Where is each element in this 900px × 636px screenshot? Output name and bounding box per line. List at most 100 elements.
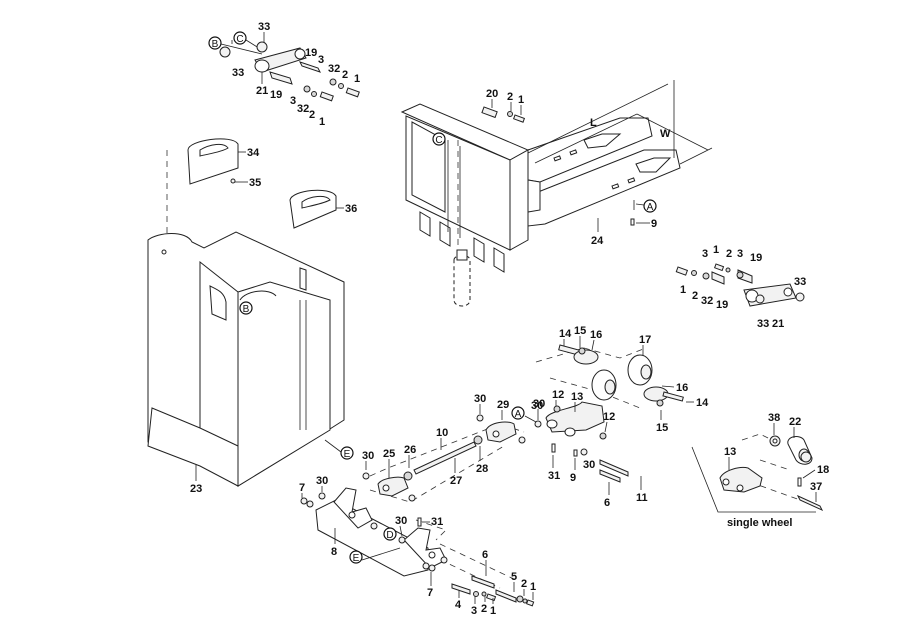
part-callout: A xyxy=(647,202,654,213)
part-callout: 26 xyxy=(404,444,416,456)
part-callout: 16 xyxy=(590,329,602,341)
nut-26 xyxy=(403,471,413,481)
part-callout: 15 xyxy=(574,325,586,337)
hydraulic-cylinder xyxy=(453,249,471,307)
top-linkage-assembly xyxy=(219,39,360,102)
part-callout: 34 xyxy=(247,147,260,159)
pin-5 xyxy=(495,589,517,603)
part-callout: 1 xyxy=(490,605,496,617)
part-callout: 19 xyxy=(716,299,728,311)
reference-marker-b-chassis: B xyxy=(239,301,253,315)
reference-marker-e-chassis: E xyxy=(324,439,354,460)
part-callout: A xyxy=(515,409,522,420)
part-callout: 3 xyxy=(737,248,743,260)
right-linkage-assembly xyxy=(675,263,805,307)
load-wheel-assembly xyxy=(534,344,684,483)
clevis-25 xyxy=(377,476,409,497)
part-callout: 3 xyxy=(290,95,296,107)
part-callout: 14 xyxy=(696,397,709,409)
part-callout: 13 xyxy=(571,391,583,403)
cover-plate-36: 36 xyxy=(289,189,357,229)
part-callout: 30 xyxy=(474,393,486,405)
reference-marker-b-top: B xyxy=(208,36,222,50)
cover-plate-34: 34 35 xyxy=(187,138,261,189)
single-wheel-caption: single wheel xyxy=(727,517,792,529)
reference-marker-c-fork: C xyxy=(432,132,446,146)
reference-marker-a-linkage: A xyxy=(511,406,537,423)
part-callout: 1 xyxy=(319,116,325,128)
part-callout: 19 xyxy=(305,47,317,59)
part-callout: 22 xyxy=(789,416,801,428)
part-callout: 30 xyxy=(316,475,328,487)
part-callout: 32 xyxy=(328,63,340,75)
part-callout: C xyxy=(236,34,243,45)
pin-19b xyxy=(299,61,321,73)
part-callout: 35 xyxy=(249,177,261,189)
pin-6 xyxy=(599,469,621,483)
part-callout: 33 xyxy=(258,21,270,33)
part-callout: 32 xyxy=(701,295,713,307)
clevis-29 xyxy=(485,421,517,443)
part-callout: 20 xyxy=(486,88,498,100)
nut-28 xyxy=(473,435,483,445)
part-callout: B xyxy=(212,39,219,50)
rod-10 xyxy=(413,441,477,475)
part-callout: C xyxy=(435,135,442,146)
part-callout: 14 xyxy=(559,328,572,340)
part-callout: 21 xyxy=(772,318,784,330)
part-callout: 9 xyxy=(570,472,576,484)
part-callout: 6 xyxy=(604,497,610,509)
fork-frame-24 xyxy=(400,103,681,273)
part-callout: 1 xyxy=(354,73,360,85)
wheel-bracket-13 xyxy=(545,401,605,433)
part-callout: 18 xyxy=(817,464,829,476)
pin-6-bottom xyxy=(471,575,495,589)
part-callout: 38 xyxy=(768,412,780,424)
part-callout: 2 xyxy=(521,578,527,590)
part-callout: 27 xyxy=(450,475,462,487)
part-callout: 1 xyxy=(713,244,719,256)
part-callout: 2 xyxy=(342,69,348,81)
part-callout: 19 xyxy=(750,252,762,264)
part-callout: 9 xyxy=(651,218,657,230)
part-callout: 1 xyxy=(530,581,536,593)
part-callout: 2 xyxy=(309,109,315,121)
callouts-wheel-assembly: 14 15 16 17 16 14 15 12 13 12 30 30 31 9… xyxy=(533,325,709,509)
nut-33-right xyxy=(256,41,268,53)
fork-callouts: 24 9 xyxy=(591,200,657,247)
part-callout: 6 xyxy=(482,549,488,561)
part-callout: E xyxy=(353,553,360,564)
part-callout: 19 xyxy=(270,89,282,101)
bottom-frame-assembly xyxy=(300,487,535,607)
part-callout: 13 xyxy=(724,446,736,458)
reference-marker-e-frame: E xyxy=(349,547,401,564)
part-callout: 7 xyxy=(427,587,433,599)
part-callout: 4 xyxy=(455,599,462,611)
part-callout: D xyxy=(386,530,393,541)
part-callout: 33 xyxy=(232,67,244,79)
part-callout: 2 xyxy=(481,603,487,615)
part-callout: 15 xyxy=(656,422,668,434)
reference-marker-d: D xyxy=(383,527,397,541)
dimension-width-label: W xyxy=(660,128,671,140)
pin-4 xyxy=(451,583,471,595)
part-callout: 3 xyxy=(702,248,708,260)
part-callout: 2 xyxy=(692,290,698,302)
part-callout: 24 xyxy=(591,235,604,247)
part-callout: 12 xyxy=(603,411,615,423)
part-callout: 32 xyxy=(297,103,309,115)
part-callout: 28 xyxy=(476,463,488,475)
reference-marker-a-fork: A xyxy=(643,199,657,213)
part-callout: 30 xyxy=(531,400,543,412)
part-callout: 3 xyxy=(318,54,324,66)
part-callout: 5 xyxy=(511,571,517,583)
dimension-length-label: L xyxy=(590,117,597,129)
part-callout: 33 xyxy=(794,276,806,288)
part-callout: 31 xyxy=(431,516,443,528)
callouts-push-rod: 30 29 30 10 26 25 30 28 27 xyxy=(362,393,543,487)
part-callout: 10 xyxy=(436,427,448,439)
part-callout: 3 xyxy=(471,605,477,617)
part-callout: 11 xyxy=(636,492,648,504)
part-callout: 1 xyxy=(518,94,524,106)
